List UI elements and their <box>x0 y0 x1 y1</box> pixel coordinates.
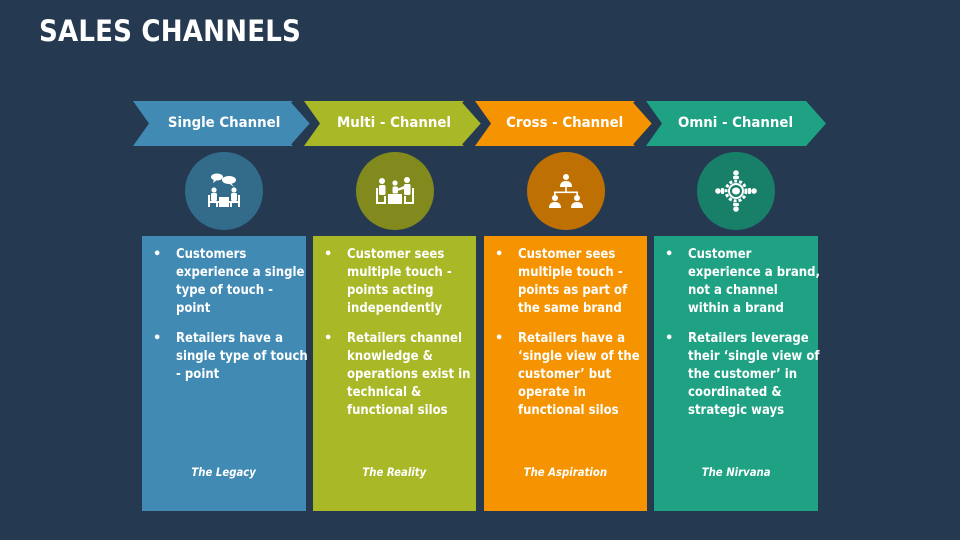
stage-tagline: The Reality <box>362 465 427 479</box>
stage-tagline: The Nirvana <box>701 465 771 479</box>
bullet-icon: • <box>324 247 333 262</box>
bullet-icon: • <box>665 247 674 262</box>
bullet-item: •Retailers leverage their ‘single view o… <box>665 331 820 418</box>
bullet-list: •Customer sees multiple touch - points a… <box>321 246 471 420</box>
chevron-label-omni: Omni - Channel <box>678 115 794 131</box>
bullet-item: •Customer sees multiple touch - points a… <box>324 247 452 316</box>
bullet-item: •Customers experience a single type of t… <box>153 247 305 316</box>
bullet-list: •Customers experience a single type of t… <box>150 246 308 384</box>
chevron-label-cross: Cross - Channel <box>506 115 624 131</box>
bullet-icon: • <box>665 331 674 346</box>
bullet-list: •Customer sees multiple touch - points a… <box>492 246 640 420</box>
group-meeting-icon <box>376 177 414 204</box>
stage-tagline: The Legacy <box>191 465 257 479</box>
bullet-icon: • <box>495 331 504 346</box>
bullet-item: •Customer sees multiple touch - points a… <box>495 247 628 316</box>
bullet-item: •Retailers have a ‘single view of the cu… <box>495 331 640 418</box>
chevron-label-single: Single Channel <box>167 115 281 131</box>
stage-icon-circle-cross <box>527 152 605 230</box>
bullet-item: •Customer experience a brand, not a chan… <box>665 247 820 316</box>
stage-tagline: The Aspiration <box>523 465 608 479</box>
bullet-list: •Customer experience a brand, not a chan… <box>662 246 820 420</box>
stage-icon-circle-omni <box>697 152 775 230</box>
gear-network-icon <box>715 170 757 212</box>
stage-icon-circle-single <box>185 152 263 230</box>
org-hierarchy-icon <box>549 174 583 208</box>
bullet-icon: • <box>324 331 333 346</box>
stage-card-cross-channel: •Customer sees multiple touch - points a… <box>484 236 647 511</box>
stage-card-multi-channel: •Customer sees multiple touch - points a… <box>313 236 476 511</box>
meeting-conversation-icon <box>208 173 240 207</box>
bullet-icon: • <box>153 331 162 346</box>
chevron-label-multi: Multi - Channel <box>336 115 452 131</box>
stage-card-omni-channel: •Customer experience a brand, not a chan… <box>654 236 820 511</box>
stage-icon-circle-multi <box>356 152 434 230</box>
bullet-icon: • <box>153 247 162 262</box>
slide-title: SALES CHANNELS <box>39 14 302 48</box>
bullet-item: •Retailers channel knowledge & operation… <box>324 331 471 418</box>
bullet-icon: • <box>495 247 504 262</box>
stage-card-single-channel: •Customers experience a single type of t… <box>142 236 308 511</box>
bullet-item: •Retailers have a single type of touch -… <box>153 331 308 382</box>
